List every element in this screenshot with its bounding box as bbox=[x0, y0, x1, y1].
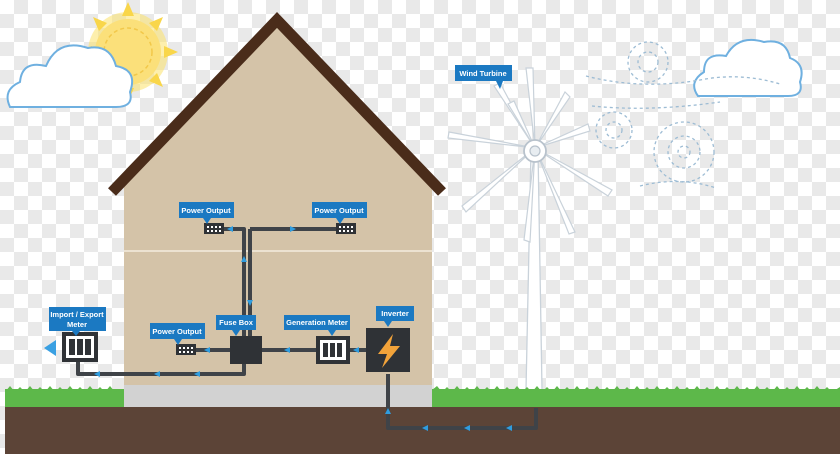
cloud-icon bbox=[6, 44, 134, 108]
label-text: Power Output bbox=[181, 206, 231, 215]
wind-turbine-icon bbox=[447, 67, 613, 391]
label-inverter: Inverter bbox=[376, 306, 414, 327]
label-wind-turbine: Wind Turbine bbox=[455, 65, 512, 89]
meter-icon bbox=[44, 332, 98, 362]
label-text: Meter bbox=[67, 320, 87, 329]
label-power-output: Power Output bbox=[312, 202, 367, 224]
label-generation-meter: Generation Meter bbox=[284, 315, 350, 336]
inverter-box bbox=[366, 328, 410, 372]
socket-icon bbox=[336, 223, 356, 234]
label-text: Import / Export bbox=[50, 310, 104, 319]
wind-swirl-icon bbox=[585, 41, 781, 189]
meter-icon bbox=[316, 336, 350, 364]
label-text: Power Output bbox=[314, 206, 364, 215]
socket-icon bbox=[204, 223, 224, 234]
roof bbox=[108, 12, 446, 196]
flow-arrows bbox=[94, 226, 512, 431]
fuse-box-icon bbox=[230, 336, 262, 364]
label-import-export-meter: Import / Export Meter bbox=[49, 307, 106, 336]
label-text: Power Output bbox=[152, 327, 202, 336]
house bbox=[108, 12, 446, 407]
label-text: Wind Turbine bbox=[459, 69, 506, 78]
label-text: Inverter bbox=[381, 309, 409, 318]
socket-icon bbox=[176, 344, 196, 355]
label-text: Fuse Box bbox=[219, 318, 254, 327]
label-power-output: Power Output bbox=[150, 323, 205, 345]
lightning-bolt-icon bbox=[378, 334, 400, 368]
label-fuse-box: Fuse Box bbox=[216, 315, 256, 336]
label-power-output: Power Output bbox=[179, 202, 234, 224]
label-text: Generation Meter bbox=[286, 318, 348, 327]
cloud-icon bbox=[693, 38, 803, 97]
